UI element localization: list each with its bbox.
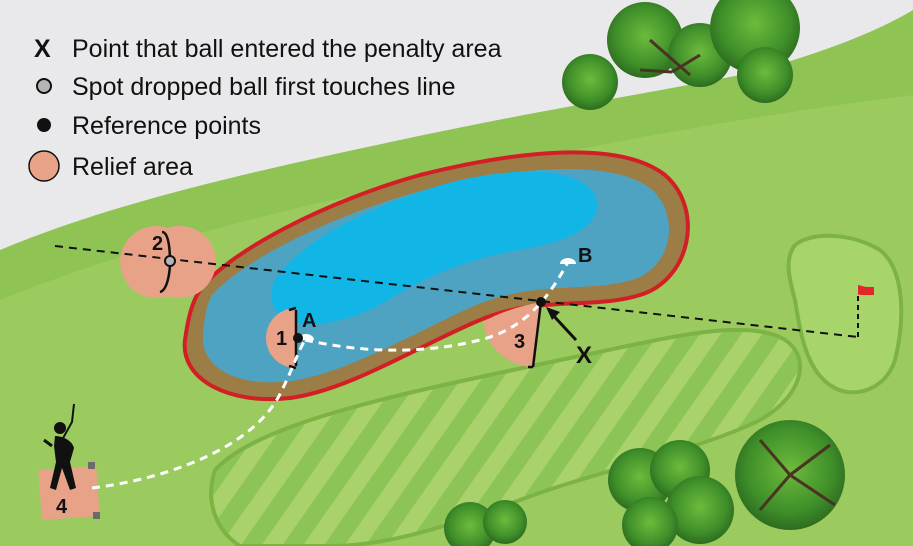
legend-salmon-circle xyxy=(28,150,60,182)
tree-icon xyxy=(608,440,734,546)
area-2-label: 2 xyxy=(152,233,163,255)
point-x-label: X xyxy=(576,342,592,369)
legend-item-drop: Spot dropped ball first touches line xyxy=(72,73,456,101)
legend-item-x: Point that ball entered the penalty area xyxy=(72,35,502,63)
legend-item-reference: Reference points xyxy=(72,112,261,140)
tree-icon xyxy=(444,500,527,546)
reference-point-a xyxy=(293,333,303,343)
area-4-marker xyxy=(93,512,100,519)
legend: X Point that ball entered the penalty ar… xyxy=(28,35,502,182)
putting-green xyxy=(786,233,904,395)
area-4-label: 4 xyxy=(56,496,68,518)
reference-point-x xyxy=(536,297,546,307)
area-1-label: 1 xyxy=(276,328,287,350)
water-inner xyxy=(271,171,598,325)
golfer-icon xyxy=(43,403,76,490)
arrow-icon xyxy=(549,311,578,342)
legend-black-dot xyxy=(37,118,51,132)
point-b-label: B xyxy=(578,245,592,267)
relief-area-2-left xyxy=(120,226,168,298)
tree-icon xyxy=(735,420,845,530)
reference-line xyxy=(54,245,859,338)
striped-fairway xyxy=(209,327,803,546)
legend-x-symbol: X xyxy=(34,35,51,63)
area-3-label: 3 xyxy=(514,331,525,353)
drop-spot-dot xyxy=(164,255,176,267)
flag-icon-body xyxy=(860,287,874,295)
club-length-ticks xyxy=(288,306,297,370)
relief-area-2-right xyxy=(168,226,216,298)
tree-icon xyxy=(562,0,800,110)
area-4-marker xyxy=(88,462,95,469)
legend-item-relief: Relief area xyxy=(72,153,193,181)
point-a-label: A xyxy=(302,310,316,332)
legend-gray-dot xyxy=(36,78,52,94)
ball-b xyxy=(560,258,576,264)
arrow-head xyxy=(546,307,560,320)
relief-area-1 xyxy=(266,308,296,368)
club-length-line xyxy=(531,301,543,368)
ball-flight-path xyxy=(91,339,307,490)
